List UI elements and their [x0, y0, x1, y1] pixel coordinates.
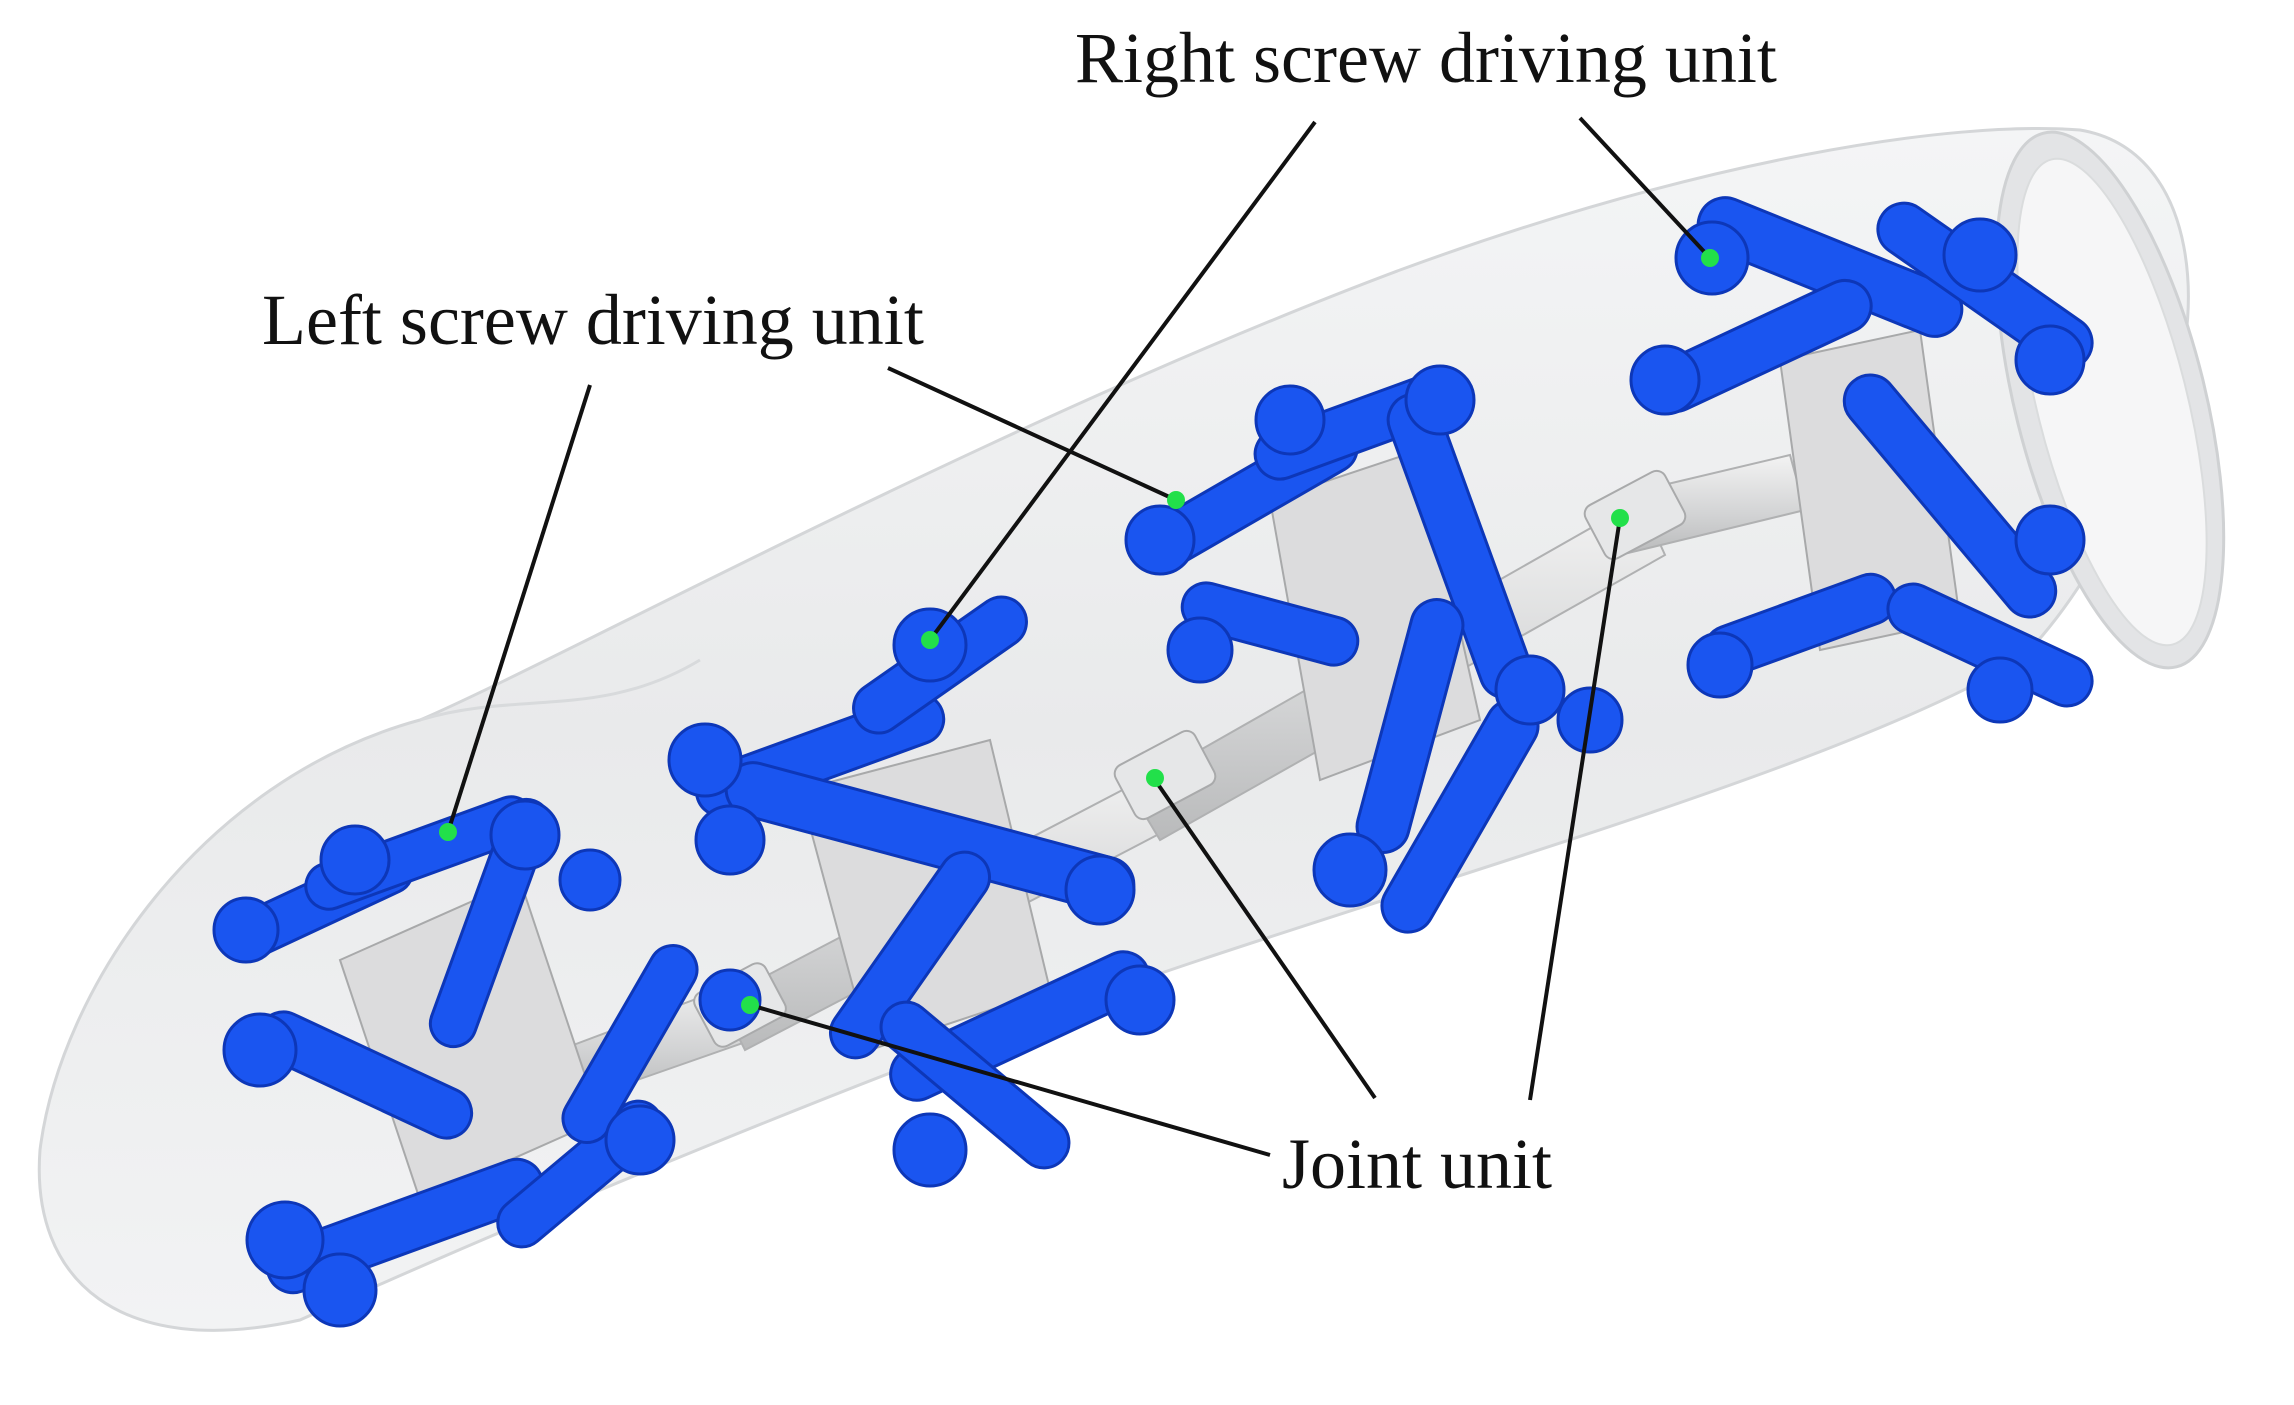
module-1-link — [561, 944, 699, 1144]
leader-lines — [446, 116, 1712, 1157]
green-dot-icon — [1611, 509, 1629, 527]
module-1-roller — [302, 1252, 378, 1328]
module-2-link — [879, 1000, 1071, 1170]
module-4-roller — [1686, 631, 1754, 699]
module-1-roller — [489, 799, 561, 871]
module-3-roller — [1494, 654, 1566, 726]
leader-line-joint-3 — [1528, 517, 1622, 1101]
driving-module-3 — [1124, 364, 1624, 934]
module-2-link — [829, 850, 991, 1060]
leader-line-right-1 — [928, 120, 1317, 642]
module-3-roller — [1166, 616, 1234, 684]
module-3-roller — [1404, 364, 1476, 436]
markers — [439, 249, 1719, 1014]
label-joint-unit: Joint unit — [1282, 1124, 1553, 1204]
module-2-roller — [694, 804, 766, 876]
pipe-right-inner — [2016, 157, 2208, 647]
module-3-roller — [1124, 504, 1196, 576]
module-4-roller — [1966, 656, 2034, 724]
green-dot-icon — [1701, 249, 1719, 267]
module-1-roller — [319, 824, 391, 896]
module-3-roller — [1312, 832, 1388, 908]
module-4-roller — [2014, 324, 2086, 396]
module-2-roller — [892, 1112, 968, 1188]
leader-line-right-2 — [1578, 116, 1712, 260]
module-1-roller — [558, 848, 622, 912]
pipe — [37, 127, 2226, 1332]
leader-line-left-1 — [446, 384, 592, 833]
joint-block-3 — [1583, 469, 1687, 561]
pipe-body — [37, 127, 2190, 1332]
green-dot-icon — [741, 996, 759, 1014]
module-4-roller — [1629, 344, 1701, 416]
green-dot-icon — [1167, 491, 1185, 509]
leader-line-joint-1 — [749, 1003, 1271, 1157]
module-2-roller — [1104, 964, 1176, 1036]
leader-line-left-2 — [887, 366, 1177, 502]
module-1-roller — [222, 1012, 298, 1088]
driving-module-1 — [212, 795, 699, 1328]
green-dot-icon — [921, 631, 939, 649]
green-dot-icon — [1146, 769, 1164, 787]
module-3-roller — [1254, 384, 1326, 456]
module-2-roller — [698, 968, 762, 1032]
pipe-top-bend — [419, 658, 701, 722]
module-4-roller — [1942, 217, 2018, 293]
module-4-roller — [2014, 504, 2086, 576]
module-4-link — [1842, 373, 2058, 619]
joint-block-2 — [1113, 729, 1217, 821]
module-2-roller — [667, 722, 743, 798]
driving-module-4 — [1629, 196, 2094, 724]
label-left-screw-driving-unit: Left screw driving unit — [262, 280, 924, 360]
module-1-roller — [604, 1104, 676, 1176]
module-1-roller — [245, 1200, 325, 1280]
module-1-roller — [212, 896, 280, 964]
label-right-screw-driving-unit: Right screw driving unit — [1075, 18, 1777, 98]
module-2-roller — [1064, 854, 1136, 926]
green-dot-icon — [439, 823, 457, 841]
leader-line-joint-2 — [1153, 778, 1377, 1100]
module-3-link — [1180, 581, 1360, 667]
